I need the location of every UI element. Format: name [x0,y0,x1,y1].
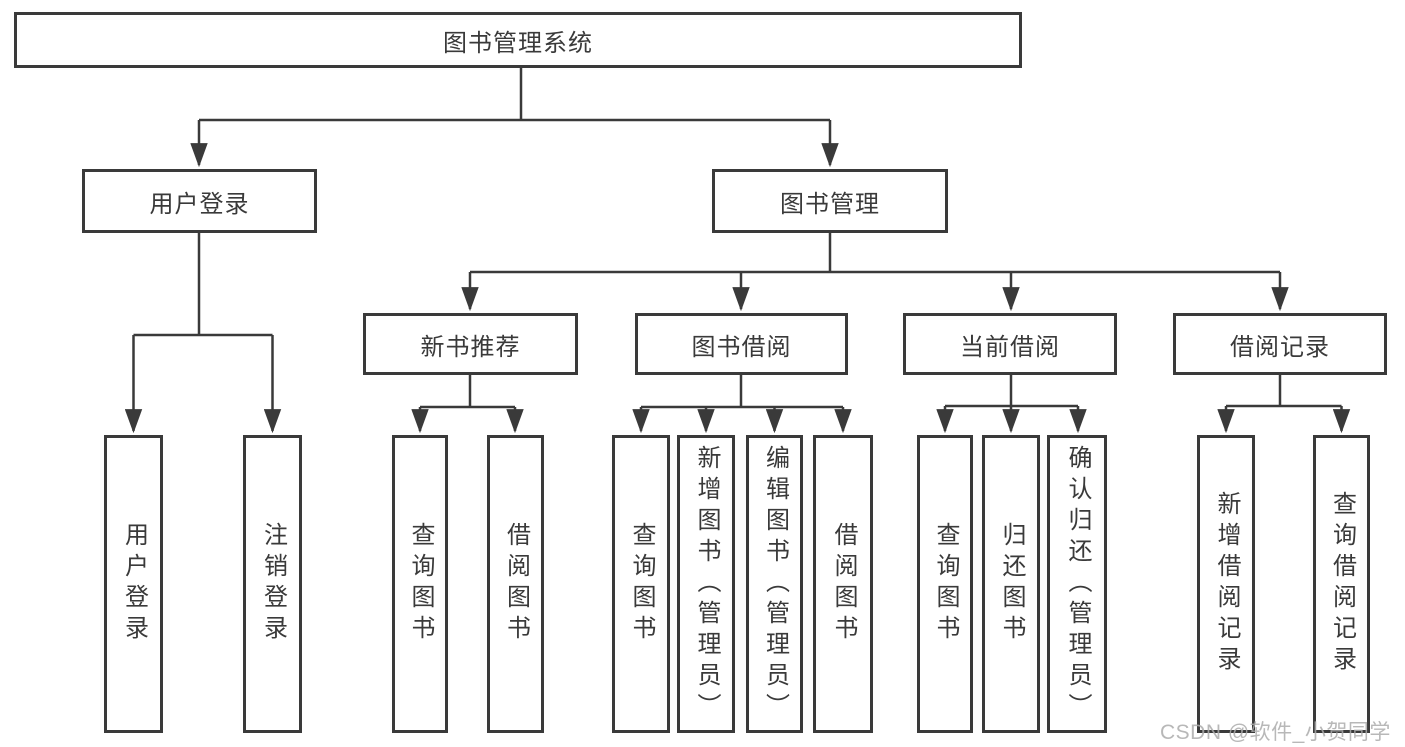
node-label: 新书推荐 [420,333,521,361]
leaf-confirm-return-admin: 确认归还（管理员） [1047,435,1107,733]
node-current-borrow: 当前借阅 [903,313,1117,375]
leaf-user-login: 用户登录 [104,435,163,733]
node-label: 图书借阅 [691,333,792,361]
node-label: 归还图书 [998,522,1025,646]
node-book-management: 图书管理 [712,169,948,233]
node-book-borrow: 图书借阅 [635,313,848,375]
node-label: 新增图书（管理员） [693,444,720,724]
node-new-book-recommend: 新书推荐 [363,313,578,375]
node-label: 查询借阅记录 [1328,491,1356,677]
leaf-logout-login: 注销登录 [243,435,302,733]
leaf-add-borrow-record: 新增借阅记录 [1197,435,1255,733]
node-label: 用户登录 [120,522,148,646]
node-label: 查询图书 [628,522,655,646]
leaf-edit-books-admin: 编辑图书（管理员） [746,435,803,733]
node-label: 借阅图书 [830,522,857,646]
leaf-add-books-admin: 新增图书（管理员） [677,435,735,733]
connector-book-borrow-trunk [641,375,843,409]
node-label: 编辑图书（管理员） [761,444,789,724]
node-library-management-system: 图书管理系统 [14,12,1022,68]
leaf-borrow-books: 借阅图书 [813,435,873,733]
leaf-query-books-recommend: 查询图书 [392,435,448,733]
node-label: 查询图书 [407,522,434,646]
connector-current-borrow-trunk [945,375,1078,408]
leaf-query-books-borrow: 查询图书 [612,435,670,733]
node-label: 图书管理系统 [443,29,593,57]
node-label: 注销登录 [259,522,287,646]
leaf-query-borrow-record: 查询借阅记录 [1313,435,1370,733]
connector-root-trunk [199,68,830,122]
connector-borrow-records-trunk [1226,375,1342,408]
csdn-watermark: CSDN @软件_小贺同学 [1160,721,1391,744]
leaf-query-books-current: 查询图书 [917,435,973,733]
connector-book-management-trunk [470,232,1280,274]
connector-user-login-trunk [133,232,273,337]
node-label: 用户登录 [149,190,250,218]
node-label: 查询图书 [932,522,959,646]
leaf-borrow-books-recommend: 借阅图书 [487,435,544,733]
node-label: 借阅记录 [1230,333,1330,361]
node-label: 借阅图书 [502,522,530,646]
node-label: 图书管理 [780,190,880,218]
node-borrow-records: 借阅记录 [1173,313,1387,375]
node-label: 新增借阅记录 [1213,491,1240,677]
node-label: 确认归还（管理员） [1064,444,1091,724]
leaf-return-books: 归还图书 [982,435,1040,733]
connector-new-book-trunk [420,375,515,409]
node-user-login: 用户登录 [82,169,317,233]
node-label: 当前借阅 [960,333,1060,361]
